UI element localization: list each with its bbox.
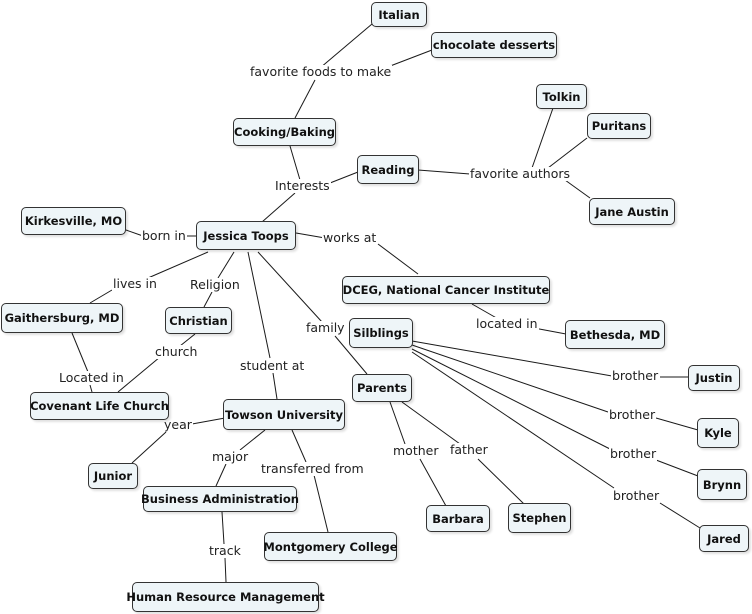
node-gaithersburg[interactable]: Gaithersburg, MD: [1, 303, 123, 333]
edge-christian-church: [179, 333, 196, 347]
edge-siblings-justin: [411, 340, 613, 377]
edge-church-covenant: [117, 356, 161, 393]
edge-religion-christian: [203, 291, 213, 308]
edge-label-brother-brynn: brother: [609, 446, 658, 461]
edge-label-brother-jared: brother: [612, 488, 661, 503]
node-jared[interactable]: Jared: [699, 525, 749, 552]
node-kirkesville[interactable]: Kirkesville, MO: [21, 207, 126, 235]
edge-towson-year: [191, 417, 226, 425]
edge-siblings-kyle: [411, 344, 609, 413]
edge-label-located-in-gaithersburg: Located in: [58, 370, 125, 385]
edge-interests-reading: [329, 171, 359, 184]
edge-towson-transferred: [291, 429, 307, 463]
edge-transferred-montgomery: [313, 474, 329, 533]
edge-label-favorite-authors: favorite authors: [469, 166, 571, 181]
edge-label-mother: mother: [392, 443, 440, 458]
node-dceg[interactable]: DCEG, National Cancer Institute: [342, 276, 550, 304]
node-human-resource-management[interactable]: Human Resource Management: [126, 582, 325, 612]
node-siblings[interactable]: Silblings: [349, 318, 413, 348]
edge-label-transferred-from: transferred from: [260, 461, 365, 476]
node-covenant-life-church[interactable]: Covenant Life Church: [30, 392, 169, 420]
edge-kirkesville-bornin: [125, 229, 144, 237]
edge-track-hrm: [224, 557, 227, 583]
node-christian[interactable]: Christian: [165, 307, 232, 334]
edge-mother-barbara: [419, 458, 447, 507]
node-puritans[interactable]: Puritans: [587, 113, 651, 139]
edge-locatedin-covenant: [89, 384, 93, 393]
node-barbara[interactable]: Barbara: [426, 505, 490, 532]
edge-towson-major: [239, 429, 266, 451]
edge-family-parents: [334, 335, 368, 375]
edge-label-church: church: [154, 344, 199, 359]
edge-chocolate-foods: [384, 49, 433, 69]
edge-label-brother-justin: brother: [611, 368, 660, 383]
edge-year-junior: [131, 431, 167, 464]
edge-label-religion: Religion: [189, 277, 241, 292]
edge-jessica-religion: [217, 251, 235, 279]
edge-interests-jessica: [261, 192, 296, 223]
edge-label-year: year: [163, 417, 193, 432]
edge-brotherjr-jared: [659, 502, 701, 529]
edge-major-business: [215, 463, 227, 487]
edge-brotherb-brynn: [655, 459, 699, 477]
node-business-administration[interactable]: Business Administration: [141, 486, 299, 512]
edge-siblings-jared: [411, 351, 615, 489]
edge-label-family: family: [305, 320, 346, 335]
edge-business-track: [221, 511, 225, 545]
node-junior[interactable]: Junior: [88, 463, 138, 489]
node-tolkin[interactable]: Tolkin: [536, 84, 587, 109]
edge-siblings-brynn: [411, 348, 611, 450]
node-reading[interactable]: Reading: [357, 155, 419, 184]
edge-label-born-in: born in: [141, 228, 187, 243]
edge-label-works-at: works at: [322, 230, 378, 245]
edge-studentat-towson: [272, 372, 278, 400]
node-jane-austin[interactable]: Jane Austin: [589, 198, 675, 225]
edge-jessica-family: [257, 251, 323, 323]
edge-label-located-in-bethesda: located in: [475, 316, 539, 331]
node-chocolate-desserts[interactable]: chocolate desserts: [431, 32, 557, 58]
edge-authors-puritans: [547, 137, 588, 169]
edge-parents-mother: [389, 401, 406, 445]
edge-foods-cooking: [294, 79, 316, 119]
edge-italian-foods: [319, 23, 373, 69]
edge-authors-jane: [564, 179, 591, 199]
edge-reading-authors: [417, 169, 471, 175]
node-stephen[interactable]: Stephen: [508, 503, 571, 533]
edge-label-lives-in: lives in: [112, 276, 158, 291]
edge-label-student-at: student at: [239, 358, 306, 373]
edge-cooking-interests: [289, 145, 301, 181]
edge-father-stephen: [477, 458, 525, 505]
edge-label-favorite-foods: favorite foods to make: [249, 64, 393, 79]
edge-label-father: father: [449, 442, 489, 457]
edge-worksat-dceg: [377, 243, 419, 275]
edge-label-brother-kyle: brother: [608, 407, 657, 422]
node-towson-university[interactable]: Towson University: [223, 399, 345, 430]
node-parents[interactable]: Parents: [352, 374, 412, 402]
edge-label-interests: Interests: [274, 178, 331, 193]
edge-gaithersburg-locatedin: [71, 332, 89, 373]
node-kyle[interactable]: Kyle: [697, 418, 739, 448]
node-italian[interactable]: Italian: [371, 2, 427, 27]
edge-label-major: major: [211, 449, 250, 464]
edge-brotherk-kyle: [655, 417, 699, 431]
edge-authors-tolkin: [531, 107, 554, 169]
edge-jessica-worksat: [295, 232, 326, 239]
edge-jessica-livesin: [147, 251, 209, 279]
edge-jessica-studentat: [247, 251, 271, 359]
node-brynn[interactable]: Brynn: [697, 469, 747, 500]
edge-livesin-gaithersburg: [89, 289, 113, 304]
node-justin[interactable]: Justin: [688, 365, 740, 391]
node-jessica-toops[interactable]: Jessica Toops: [196, 221, 296, 250]
node-montgomery-college[interactable]: Montgomery College: [263, 532, 398, 561]
node-bethesda[interactable]: Bethesda, MD: [565, 320, 665, 349]
node-cooking-baking[interactable]: Cooking/Baking: [233, 118, 336, 146]
edge-parents-father: [401, 401, 461, 445]
edge-label-track: track: [208, 543, 242, 558]
edge-locatedin-bethesda: [533, 327, 567, 335]
